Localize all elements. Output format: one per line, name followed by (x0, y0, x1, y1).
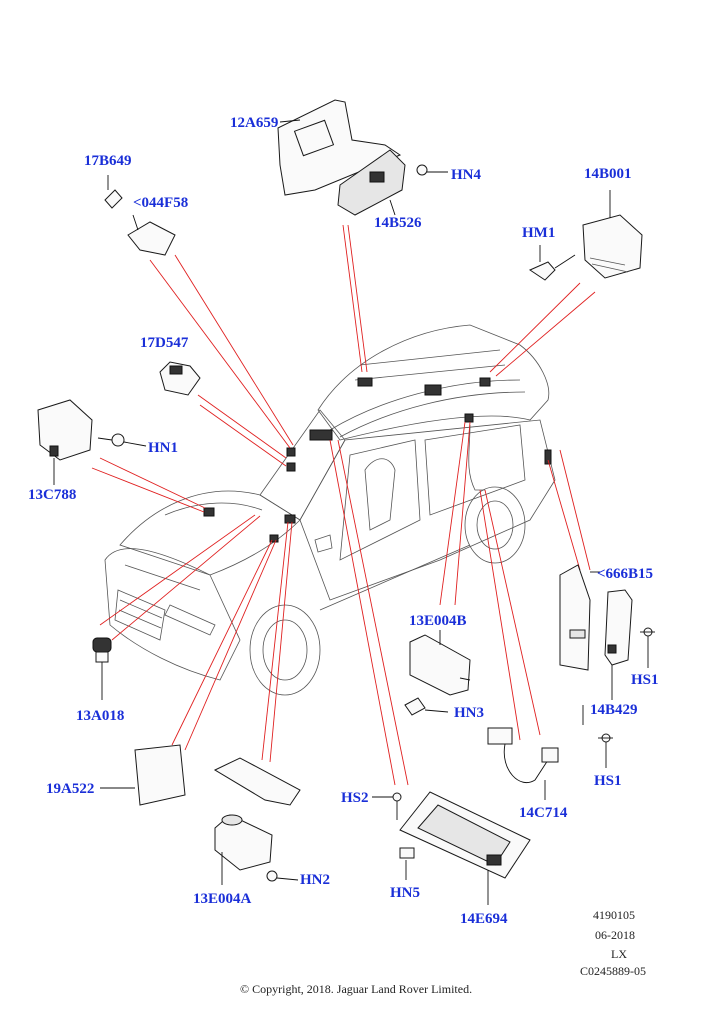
label-14C714: 14C714 (519, 805, 568, 821)
label-044F58: <044F58 (133, 195, 188, 211)
label-14B001: 14B001 (584, 166, 632, 182)
part-14E694-panel (399, 791, 531, 905)
label-13E004B: 13E004B (409, 613, 467, 629)
part-13A018-sensor (92, 637, 112, 700)
label-HN1: HN1 (148, 440, 178, 456)
part-HN1-nut (97, 433, 147, 447)
label-HS2: HS2 (341, 790, 369, 806)
label-13C788: 13C788 (28, 487, 76, 503)
part-13C788-module (37, 399, 93, 485)
label-14B526: 14B526 (374, 215, 422, 231)
part-14B001-module (582, 190, 643, 279)
part-HN3-nut (404, 697, 449, 716)
label-HS1-upper: HS1 (631, 672, 659, 688)
ref-date: 06-2018 (595, 928, 635, 942)
part-14C714-harness (487, 727, 559, 800)
ref-number: 4190105 (593, 908, 635, 922)
part-19A522-module (100, 744, 186, 806)
label-19A522: 19A522 (46, 781, 94, 797)
label-13E004A: 13E004A (193, 891, 252, 907)
label-HN3: HN3 (454, 705, 484, 721)
label-13A018: 13A018 (76, 708, 124, 724)
label-HN4: HN4 (451, 167, 482, 183)
label-14E694: 14E694 (460, 911, 508, 927)
part-HN5-clip (399, 847, 415, 880)
label-HN5: HN5 (390, 885, 420, 901)
vehicle-outline (104, 324, 556, 696)
label-HS1-lower: HS1 (594, 773, 622, 789)
callout-lines (91, 224, 596, 786)
label-17D547: 17D547 (140, 335, 189, 351)
part-HN2-nut (266, 870, 299, 882)
part-17B649-sensor (104, 175, 176, 256)
label-HM1: HM1 (522, 225, 555, 241)
copyright-notice: © Copyright, 2018. Jaguar Land Rover Lim… (240, 982, 472, 996)
part-13E004B-module (409, 630, 471, 696)
part-14B429-module (604, 589, 633, 700)
part-HM1-fastener (528, 245, 576, 281)
label-HN2: HN2 (300, 872, 330, 888)
part-HS1-screw-b (582, 705, 613, 768)
part-12A659-bracket (277, 99, 402, 196)
ref-model: LX (611, 947, 627, 961)
label-12A659: 12A659 (230, 115, 278, 131)
part-HS1-screw-a (640, 627, 655, 668)
label-17B649: 17B649 (84, 153, 132, 169)
part-14B526-module (337, 149, 406, 216)
ref-code: C0245889-05 (580, 964, 646, 978)
part-17D547-sensor (159, 361, 201, 396)
part-13E004A-module (214, 814, 273, 885)
part-HN4-nut (416, 164, 448, 176)
part-HS2-screw (372, 792, 402, 820)
label-14B429: 14B429 (590, 702, 638, 718)
part-mounting-bracket (213, 757, 301, 806)
label-666B15: <666B15 (597, 566, 653, 582)
part-666B15-trim (559, 564, 600, 671)
